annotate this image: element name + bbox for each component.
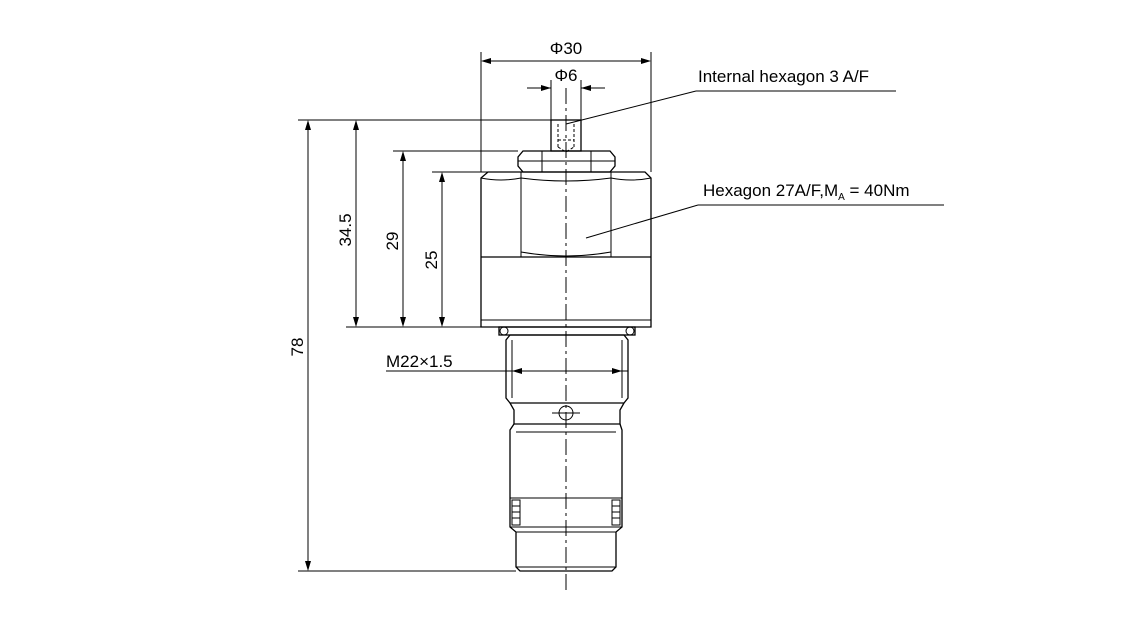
dim-height-29: 29 xyxy=(383,150,518,327)
dim-thread: M22×1.5 xyxy=(386,352,628,374)
thread-section xyxy=(505,334,629,404)
note-internal-hexagon-text: Internal hexagon 3 A/F xyxy=(698,67,869,86)
dim-diameter-6: Φ6 xyxy=(527,66,605,120)
note-hexagon-27: Hexagon 27A/F,MA = 40Nm xyxy=(585,181,944,239)
dim-diameter-30: Φ30 xyxy=(480,39,652,172)
note-hexagon-sub: A xyxy=(838,192,845,203)
dim-height-34-5: 34.5 xyxy=(336,120,481,328)
lower-o-ring xyxy=(511,499,621,526)
dim-label-diameter-6: Φ6 xyxy=(554,66,577,85)
dim-label-height-34-5: 34.5 xyxy=(336,213,355,246)
dim-height-78: 78 xyxy=(288,119,551,572)
note-hexagon-text: Hexagon 27A/F,MA = 40Nm xyxy=(703,181,910,203)
note-hexagon-tail: = 40Nm xyxy=(845,181,910,200)
note-internal-hexagon: Internal hexagon 3 A/F xyxy=(565,67,896,125)
dim-label-diameter-30: Φ30 xyxy=(550,39,582,58)
dim-label-height-78: 78 xyxy=(288,338,307,357)
hexagon-body xyxy=(480,171,652,328)
dim-height-25: 25 xyxy=(422,171,488,327)
dim-label-thread: M22×1.5 xyxy=(386,352,453,371)
shoulder-o-ring xyxy=(498,326,636,336)
note-hexagon-main: Hexagon 27A/F,M xyxy=(703,181,838,200)
dim-label-height-25: 25 xyxy=(422,251,441,270)
lower-body xyxy=(509,423,623,572)
dim-label-height-29: 29 xyxy=(383,232,402,251)
neck-section xyxy=(509,402,625,425)
